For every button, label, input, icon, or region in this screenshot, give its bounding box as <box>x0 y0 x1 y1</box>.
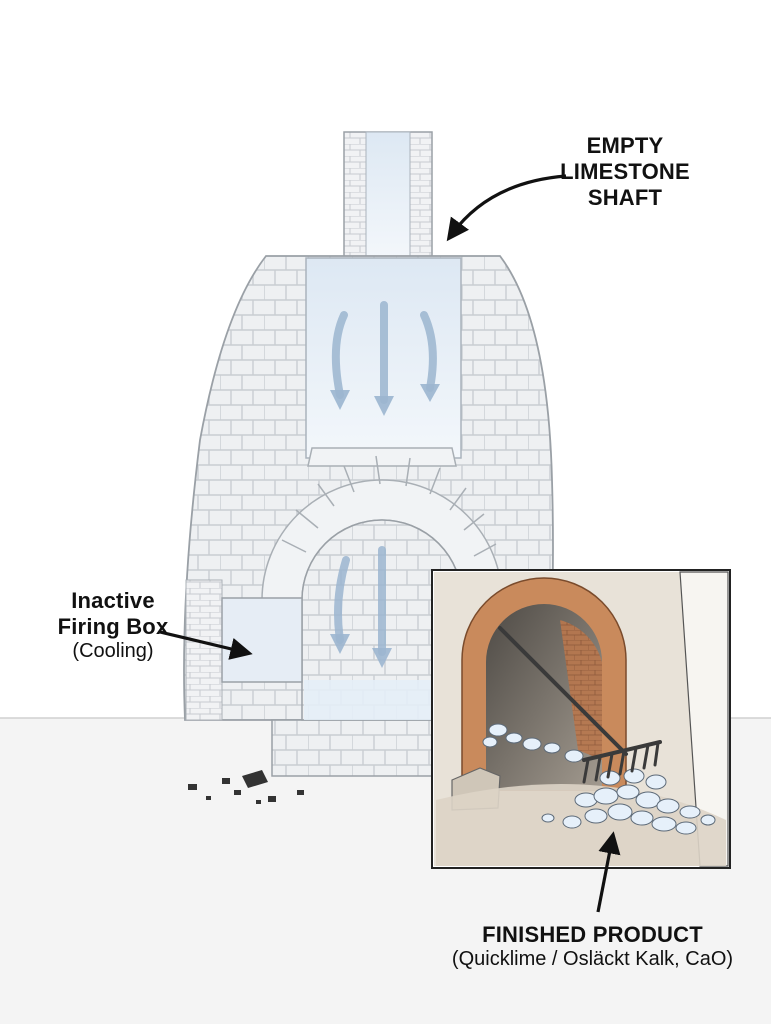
firing-box <box>221 597 303 683</box>
firing-box-label: Inactive Firing Box (Cooling) <box>28 588 198 664</box>
kiln-base <box>271 719 448 777</box>
product-label-line2: (Quicklime / Osläckt Kalk, CaO) <box>451 947 734 970</box>
air-flow-arrowheads <box>330 384 440 668</box>
stone-arch <box>261 447 503 601</box>
product-pointer-arrow <box>596 831 621 913</box>
quicklime-pile <box>482 723 716 835</box>
firing-pointer-arrow <box>159 630 253 660</box>
firing-label-line3: (Cooling) <box>72 639 154 662</box>
firing-label-line1: Inactive <box>71 588 155 613</box>
product-label-line1: FINISHED PRODUCT <box>482 922 703 947</box>
coal-fragments <box>188 770 304 804</box>
shaft-label: EMPTY LIMESTONE SHAFT <box>540 133 710 211</box>
shaft-label-line3: SHAFT <box>587 184 663 210</box>
firing-label-line2: Firing Box <box>57 613 169 639</box>
chimney <box>343 131 433 258</box>
product-label: FINISHED PRODUCT (Quicklime / Osläckt Ka… <box>420 922 765 972</box>
air-flow-down-icon <box>331 301 437 656</box>
shaft-label-line2: LIMESTONE <box>560 158 690 184</box>
shaft-label-line1: EMPTY <box>586 133 664 158</box>
rake-icon <box>498 626 662 784</box>
pointer-arrow-icon <box>446 174 567 242</box>
